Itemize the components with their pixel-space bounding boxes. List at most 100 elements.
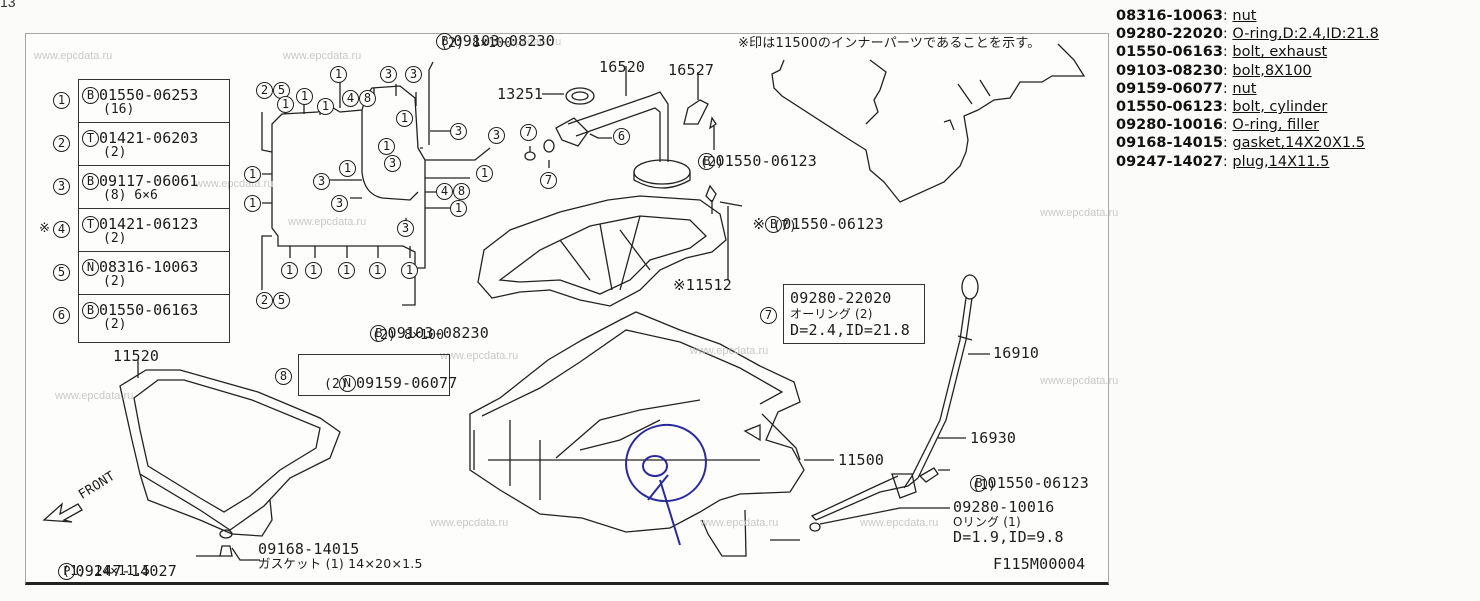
prefix-circle: B [698,153,716,170]
callout-circle-1[interactable]: 1 [317,98,334,115]
callout-circle-1[interactable]: 1 [244,195,261,212]
part-number[interactable]: 01421-06203 [99,129,199,147]
callout-qty: (2) 8×100 [372,328,445,343]
prefix-circle: N [338,375,356,392]
part-number: 01550-06123 [987,474,1090,492]
part-description-link[interactable]: bolt,8X100 [1232,62,1312,79]
part-number[interactable]: 08316-10063 [99,258,199,276]
callout-circle-2[interactable]: 2 [256,82,273,99]
callout-circle-1[interactable]: 1 [401,262,418,279]
part-description-link[interactable]: bolt, cylinder [1232,99,1328,116]
prefix-circle: B [370,325,388,342]
list-item: 09168-14015: gasket,14X20X1.5 [1116,135,1365,152]
callout-circle-1[interactable]: 1 [339,160,356,177]
label-upper-pan[interactable]: 11500 [838,451,885,469]
part-description-link[interactable]: nut [1232,8,1257,24]
callout-circle-2[interactable]: 2 [256,292,273,309]
callout-circle-3[interactable]: 3 [384,155,401,172]
part-number: 09168-14015 [1116,135,1223,152]
label-dipstick-guide[interactable]: 16930 [970,429,1017,447]
label-dipstick[interactable]: 16910 [993,344,1040,362]
callout-circle-6[interactable]: 6 [613,128,630,145]
part-number: 01550-06163 [1116,44,1223,61]
callout-circle-3[interactable]: 3 [405,66,422,83]
index-circle: 1 [53,92,70,109]
label-baffle[interactable]: ※11512 [673,276,732,294]
part-description-link[interactable]: plug,14X11.5 [1232,153,1330,170]
watermark: www.epcdata.ru [55,390,134,402]
callout-circle-1[interactable]: 1 [396,110,413,127]
label-bracket[interactable]: 16527 [668,61,715,79]
callout-drain-gasket[interactable]: 09168-14015 [258,540,360,558]
callout-circle-1[interactable]: 1 [476,165,493,182]
quantity: (16) [103,102,135,117]
callout-circle-7[interactable]: 7 [540,172,557,189]
callout-qty: (1) [972,478,997,493]
part-number[interactable]: 01421-06123 [99,215,199,233]
part-name: ガスケット (1) 14×20×1.5 [258,556,423,571]
callout-circle-1[interactable]: 1 [305,262,322,279]
part-description-link[interactable]: gasket,14X20X1.5 [1232,135,1365,152]
list-item: 09159-06077: nut [1116,80,1257,97]
oring-spec-box[interactable]: 09280-22020 オーリング (2) D=2.4,ID=21.8 [783,284,925,344]
callout-circle-1[interactable]: 1 [378,138,395,155]
part-description-link[interactable]: bolt, exhaust [1232,44,1328,61]
watermark: www.epcdata.ru [430,517,509,529]
part-number[interactable]: 01550-06253 [99,86,199,104]
callout-circle-8[interactable]: 8 [359,90,376,107]
quantity: (2) [103,231,127,246]
callout-circle-1[interactable]: 1 [338,262,355,279]
part-description-link[interactable]: nut [1232,80,1257,97]
callout-circle-1[interactable]: 1 [244,166,261,183]
callout-circle-5[interactable]: 5 [273,292,290,309]
callout-circle-1[interactable]: 1 [281,262,298,279]
label-strainer[interactable]: 16520 [599,58,646,76]
callout-circle-3[interactable]: 3 [380,66,397,83]
callout-circle-4[interactable]: 4 [342,90,359,107]
callout-circle-7[interactable]: 7 [520,124,537,141]
callout-circle-1[interactable]: 1 [277,96,294,113]
part-number: 01550-06123 [715,152,818,170]
index-circle: 8 [275,368,292,385]
callout-circle-8[interactable]: 8 [453,183,470,200]
diagram-frame [25,33,1109,585]
callout-circle-3[interactable]: 3 [488,127,505,144]
callout-circle-1[interactable]: 1 [369,262,386,279]
callout-circle-1[interactable]: 1 [296,88,313,105]
part-description-link[interactable]: O-ring, filler [1232,117,1320,134]
callout-circle-4[interactable]: 4 [436,183,453,200]
callout-circle-1[interactable]: 1 [330,66,347,83]
callout-circle-3[interactable]: 3 [450,123,467,140]
callout-circle-3[interactable]: 3 [313,173,330,190]
callout-circle-3[interactable]: 3 [397,220,414,237]
index-circle: 6 [53,307,70,324]
prefix-circle: B [82,302,99,319]
part-number: 09103-08230 [453,32,556,50]
part-number[interactable]: 01550-06163 [99,301,199,319]
callout-qty: (1) 14×11.5 [62,564,151,579]
callout-guide-oring[interactable]: 09280-10016 [953,498,1055,516]
part-number[interactable]: 09117-06061 [99,172,199,190]
callout-circle-1[interactable]: 1 [450,200,467,217]
callout-circle-3[interactable]: 3 [331,195,348,212]
part-description-link[interactable]: O-ring,D:2.4,ID:21.8 [1232,26,1379,43]
prefix-circle: B [82,87,99,104]
label-strainer-gasket[interactable]: 13251 [497,85,544,103]
label-lower-pan[interactable]: 11520 [113,347,160,365]
